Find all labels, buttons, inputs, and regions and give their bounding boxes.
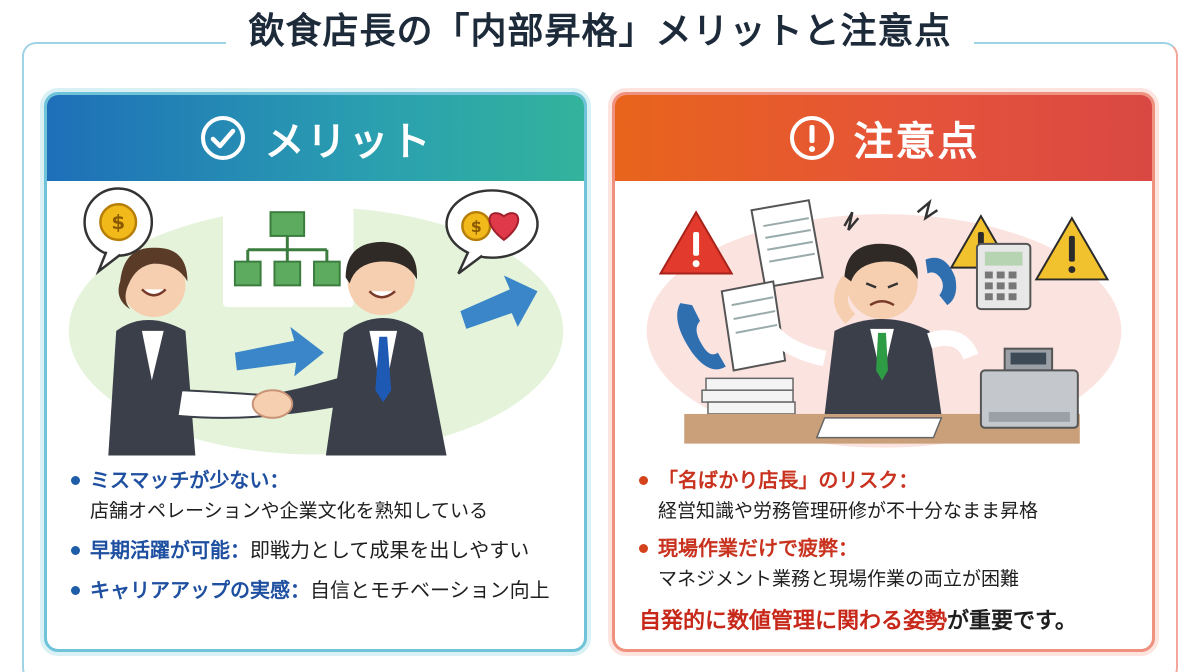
warning-triangle-icon xyxy=(658,210,734,275)
caution-panel: 注意点 xyxy=(612,92,1155,652)
bullet-dot-icon xyxy=(639,544,648,553)
document-icon xyxy=(750,199,824,289)
arrow-icon xyxy=(234,326,324,377)
merit-header-label: メリット xyxy=(264,119,433,165)
merit-panel: メリット $ $ xyxy=(44,92,587,652)
merit-bullet-1-head: ミスマッチが少ない： xyxy=(90,468,290,492)
coin-heart-bubble-icon: $ xyxy=(445,189,539,275)
merit-illustration: $ $ xyxy=(68,187,564,456)
caution-emphasis-rest: が重要です。 xyxy=(947,609,1077,634)
female-staff-figure xyxy=(108,247,268,456)
merit-bullet-1-text: 店舗オペレーションや企業文化を熟知している xyxy=(90,500,489,522)
caution-bullet-2: 現場作業だけで疲弊： xyxy=(639,535,1142,561)
merit-bullet-3: キャリアアップの実感：自信とモチベーション向上 xyxy=(71,577,574,603)
document-icon xyxy=(720,280,787,372)
cash-register-icon xyxy=(979,347,1079,429)
bullet-dot-icon xyxy=(71,546,80,555)
caution-bullet-2-head: 現場作業だけで疲弊： xyxy=(658,536,858,560)
phone-icon xyxy=(677,303,726,370)
phone-icon xyxy=(925,257,957,306)
caution-bullets: 「名ばかり店長」のリスク： 経営知識や労務管理研修が不十分なまま昇格 現場作業だ… xyxy=(639,467,1142,635)
paper-stack-icon xyxy=(701,377,796,415)
coin-bubble-icon: $ xyxy=(83,187,154,276)
org-chart-icon xyxy=(223,200,354,308)
check-circle-icon xyxy=(200,116,245,160)
svg-text:$: $ xyxy=(471,217,482,236)
merit-bullet-3-text: 自信とモチベーション向上 xyxy=(310,578,550,602)
handshake-icon xyxy=(251,389,294,419)
caution-emphasis: 自発的に数値管理に関わる姿勢が重要です。 xyxy=(639,603,1142,635)
merit-bullets: ミスマッチが少ない： 店舗オペレーションや企業文化を熟知している 早期活躍が可能… xyxy=(71,467,574,609)
exclamation-circle-icon xyxy=(789,116,834,160)
arrow-icon xyxy=(460,275,538,329)
bullet-dot-icon xyxy=(71,476,80,485)
warning-triangle-icon xyxy=(1034,216,1110,281)
sheet-icon xyxy=(815,417,943,439)
merit-bullet-2: 早期活躍が可能：即戦力として成果を出しやすい xyxy=(71,537,574,563)
stressed-manager-figure xyxy=(767,243,979,414)
caution-bullet-2-text: マネジメント業務と現場作業の両立が困難 xyxy=(658,568,1020,590)
merit-bullet-2-head: 早期活躍が可能： xyxy=(90,538,250,562)
caution-header-label: 注意点 xyxy=(853,119,980,165)
title-wrap: 飲食店長の「内部昇格」メリットと注意点 xyxy=(0,2,1200,62)
caution-illustration xyxy=(646,198,1122,448)
merit-bullet-1: ミスマッチが少ない： xyxy=(71,467,574,493)
merit-bullet-3-head: キャリアアップの実感： xyxy=(90,578,310,602)
caution-bullet-1: 「名ばかり店長」のリスク： xyxy=(639,467,1142,493)
calculator-icon xyxy=(975,242,1032,311)
bullet-dot-icon xyxy=(639,476,648,485)
svg-text:$: $ xyxy=(111,211,125,234)
caution-bullet-1-head: 「名ばかり店長」のリスク： xyxy=(658,468,919,492)
caution-emphasis-red: 自発的に数値管理に関わる姿勢 xyxy=(639,609,948,634)
male-staff-figure xyxy=(270,241,447,456)
page-title: 飲食店長の「内部昇格」メリットと注意点 xyxy=(226,2,974,62)
caution-header: 注意点 xyxy=(615,95,1152,181)
merit-header: メリット xyxy=(47,95,584,181)
merit-bullet-2-text: 即戦力として成果を出しやすい xyxy=(250,538,530,562)
caution-bullet-1-text: 経営知識や労務管理研修が不十分なまま昇格 xyxy=(658,500,1039,522)
bullet-dot-icon xyxy=(71,586,80,595)
stress-lines-icon xyxy=(843,198,939,231)
